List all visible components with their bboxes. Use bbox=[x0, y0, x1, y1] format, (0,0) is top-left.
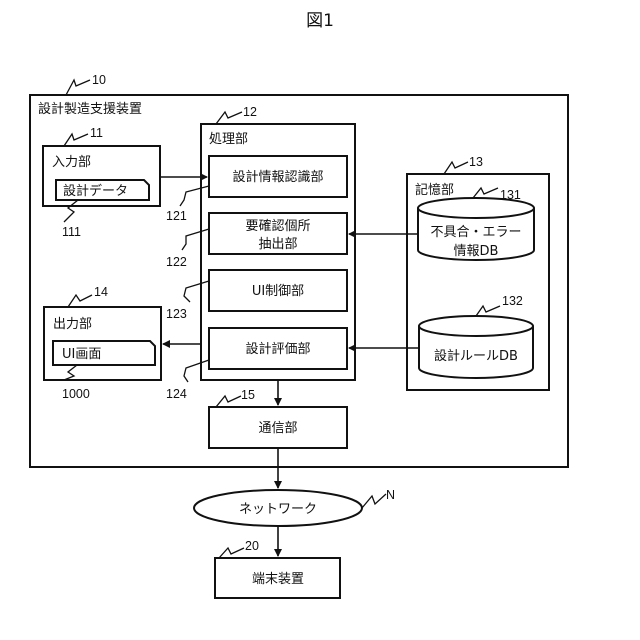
terminal-device-label: 端末装置 bbox=[252, 572, 304, 587]
ref-20: 20 bbox=[245, 539, 259, 553]
ref-11: 11 bbox=[90, 126, 103, 140]
ui-control-label: UI制御部 bbox=[252, 284, 304, 299]
ref-111: 111 bbox=[62, 225, 81, 239]
ref-122: 122 bbox=[166, 255, 187, 269]
defect-error-db-label-line2: 情報DB bbox=[454, 244, 499, 259]
design-evaluation-label: 設計評価部 bbox=[245, 341, 310, 357]
ref-leader-N bbox=[362, 494, 386, 508]
network-label: ネットワーク bbox=[239, 502, 317, 517]
ref-N: N bbox=[386, 488, 395, 502]
db-132-top bbox=[419, 316, 533, 336]
ref-14: 14 bbox=[94, 285, 108, 299]
ref-10: 10 bbox=[92, 73, 106, 87]
ref-12: 12 bbox=[243, 105, 257, 119]
device-label: 設計製造支援装置 bbox=[38, 101, 142, 117]
design-rule-db-label: 設計ルールDB bbox=[434, 348, 518, 364]
figure-title: 図1 bbox=[306, 11, 334, 31]
ref-121: 121 bbox=[166, 209, 187, 223]
check-point-extraction-label-line1: 要確認個所 bbox=[245, 218, 310, 234]
ref-124: 124 bbox=[166, 387, 187, 401]
ref-132: 132 bbox=[502, 294, 523, 308]
ui-screen-label: UI画面 bbox=[62, 347, 101, 362]
ref-1000: 1000 bbox=[62, 387, 90, 401]
ref-leader-20 bbox=[219, 548, 244, 558]
design-rule-db bbox=[419, 316, 533, 378]
input-unit-label: 入力部 bbox=[52, 155, 91, 170]
communication-unit-label: 通信部 bbox=[258, 421, 297, 436]
design-data-label: 設計データ bbox=[63, 183, 128, 199]
processing-unit-label: 処理部 bbox=[209, 132, 248, 147]
storage-unit-label: 記憶部 bbox=[415, 182, 454, 198]
output-unit-label: 出力部 bbox=[53, 317, 92, 332]
ref-123: 123 bbox=[166, 307, 187, 321]
design-info-recognition-label: 設計情報認識部 bbox=[232, 169, 323, 185]
defect-error-db-label-line1: 不具合・エラー bbox=[430, 225, 521, 240]
ref-131: 131 bbox=[500, 188, 521, 202]
ref-leader-10 bbox=[66, 80, 90, 95]
check-point-extraction-label-line2: 抽出部 bbox=[258, 237, 297, 252]
ref-15: 15 bbox=[241, 388, 255, 402]
ref-13: 13 bbox=[469, 155, 483, 169]
